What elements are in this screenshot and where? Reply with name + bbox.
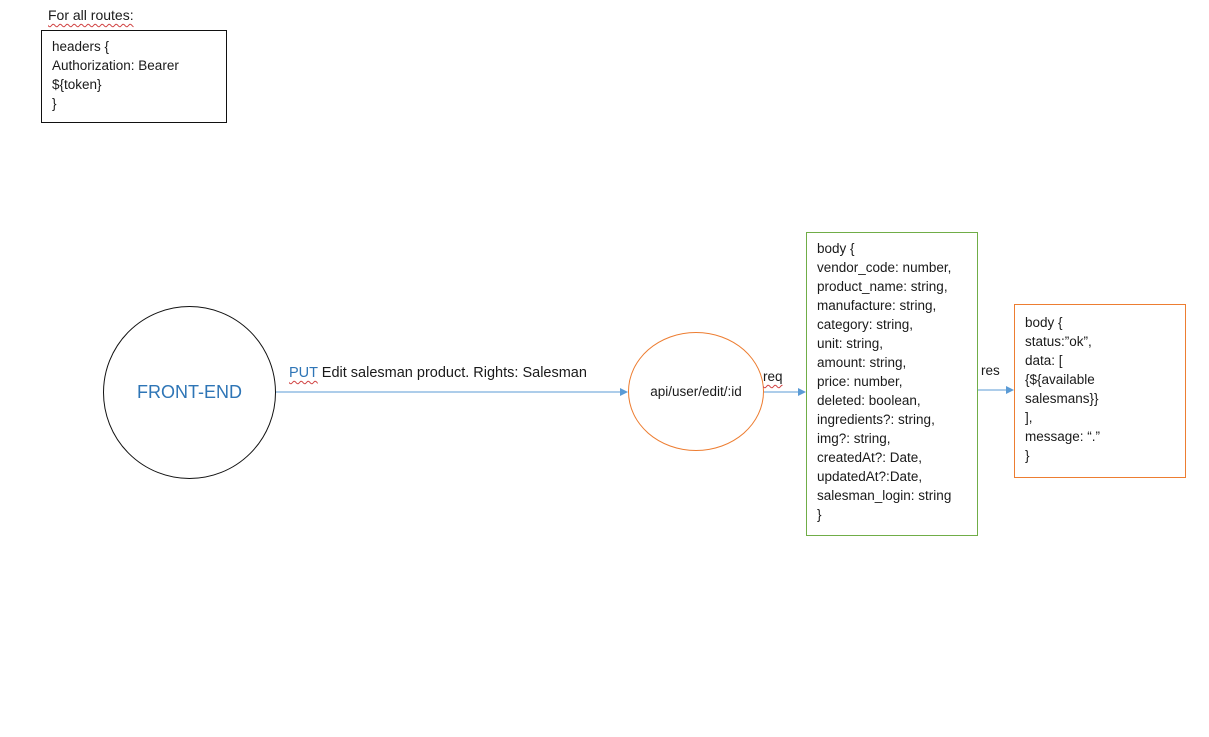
res-body-line: ], [1025, 410, 1033, 425]
response-body-box: body { status:”ok”, data: [ {${available… [1014, 304, 1186, 478]
request-body-box: body { vendor_code: number, product_name… [806, 232, 978, 536]
req-body-line: amount: string, [817, 355, 907, 370]
req-body-line: createdAt?: Date, [817, 450, 923, 465]
headers-line: headers { [52, 39, 110, 54]
req-label: req [763, 369, 783, 384]
res-body-line: status:”ok”, [1025, 334, 1092, 349]
req-body-line: price: number, [817, 374, 903, 389]
req-body-line: deleted: boolean, [817, 393, 921, 408]
req-body-line: vendor_code: number, [817, 260, 952, 275]
res-body-line: data: [ [1025, 353, 1063, 368]
route-label: PUT Edit salesman product. Rights: Sales… [289, 364, 587, 383]
req-body-line: updatedAt?:Date, [817, 469, 923, 484]
req-body-line: manufacture: string, [817, 298, 937, 313]
res-body-line: } [1025, 448, 1030, 463]
route-description: Edit salesman product. Rights: Salesman [317, 365, 587, 381]
headers-line: ${token} [52, 77, 102, 92]
api-endpoint-label: api/user/edit/:id [650, 384, 742, 399]
for-all-routes-label: For all routes: [48, 7, 134, 23]
req-body-line: product_name: string, [817, 279, 948, 294]
req-body-line: } [817, 507, 822, 522]
req-body-line: body { [817, 241, 855, 256]
req-body-line: ingredients?: string, [817, 412, 935, 427]
headers-line: } [52, 96, 57, 111]
req-body-line: salesman_login: string [817, 488, 952, 503]
res-label: res [981, 363, 1000, 378]
frontend-node: FRONT-END [103, 306, 276, 479]
res-body-line: message: “.” [1025, 429, 1101, 444]
res-body-line: body { [1025, 315, 1063, 330]
headers-line: Authorization: Bearer [52, 58, 179, 73]
res-body-line: {${available [1025, 372, 1095, 387]
req-body-line: img?: string, [817, 431, 891, 446]
headers-box: headers { Authorization: Bearer ${token}… [41, 30, 227, 123]
res-body-line: salesmans}} [1025, 391, 1099, 406]
req-body-line: unit: string, [817, 336, 884, 351]
api-endpoint-node: api/user/edit/:id [628, 332, 764, 451]
route-method: PUT [289, 365, 318, 381]
frontend-label: FRONT-END [137, 382, 242, 402]
req-body-line: category: string, [817, 317, 914, 332]
